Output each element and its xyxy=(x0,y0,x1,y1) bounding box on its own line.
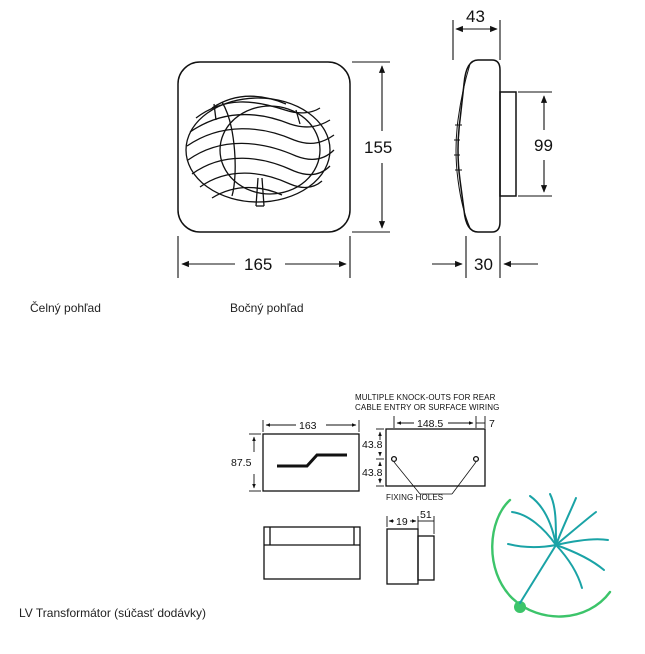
hole-spacing-label: 148.5 xyxy=(417,418,443,430)
transformer-height-dimension xyxy=(249,433,261,492)
transformer-side-dimensions xyxy=(386,516,435,534)
fan-height-label: 155 xyxy=(364,138,392,157)
transformer-height-label: 87.5 xyxy=(231,457,252,469)
hole-spacing-dimension xyxy=(393,416,486,428)
side-total-label: 51 xyxy=(420,509,432,521)
fan-spigot xyxy=(499,91,517,197)
front-view-caption: Čelný pohľad xyxy=(30,301,101,315)
fan-height-dimension xyxy=(352,61,390,233)
fan-width-label: 165 xyxy=(244,255,272,274)
transformer-width-label: 163 xyxy=(299,420,317,432)
fan-front-panel xyxy=(177,61,351,233)
transformer-front-box xyxy=(262,433,360,492)
knockouts-note-line1: MULTIPLE KNOCK-OUTS FOR REAR xyxy=(355,393,496,402)
spigot-length-label: 30 xyxy=(474,255,493,274)
side-depth-label: 19 xyxy=(396,516,408,528)
transformer-front-view xyxy=(262,433,360,492)
hole-lower-label: 43.8 xyxy=(362,467,383,479)
fixing-hole-left xyxy=(390,455,398,463)
spigot-diameter-dimension xyxy=(518,91,552,197)
hole-vertical-dimensions xyxy=(376,428,384,487)
fan-side-view xyxy=(454,59,517,233)
fan-grille xyxy=(185,95,335,207)
fixing-hole-right xyxy=(472,455,480,463)
brand-logo xyxy=(491,493,612,618)
spigot-length-dimension xyxy=(432,236,538,278)
transformer-switch-symbol xyxy=(277,453,347,468)
transformer-bottom-view xyxy=(263,526,361,580)
spigot-diameter-label: 99 xyxy=(534,136,553,155)
fan-front-view xyxy=(177,61,351,233)
edge-offset-label: 7 xyxy=(489,418,495,430)
knockouts-note-line2: CABLE ENTRY OR SURFACE WIRING xyxy=(355,403,499,412)
side-view-caption: Bočný pohľad xyxy=(230,301,304,315)
transformer-side-view xyxy=(386,528,435,585)
fan-depth-dimension xyxy=(452,20,501,60)
transformer-width-dimension xyxy=(262,420,360,432)
fixing-holes-leaders xyxy=(393,461,477,495)
hole-upper-label: 43.8 xyxy=(362,439,383,451)
transformer-back-view xyxy=(385,428,486,487)
transformer-back-box xyxy=(385,428,486,487)
transformer-caption: LV Transformátor (súčasť dodávky) xyxy=(19,606,207,620)
fixing-holes-note: FIXING HOLES xyxy=(386,493,443,502)
fan-width-dimension xyxy=(177,236,351,278)
fan-depth-label: 43 xyxy=(466,7,485,26)
